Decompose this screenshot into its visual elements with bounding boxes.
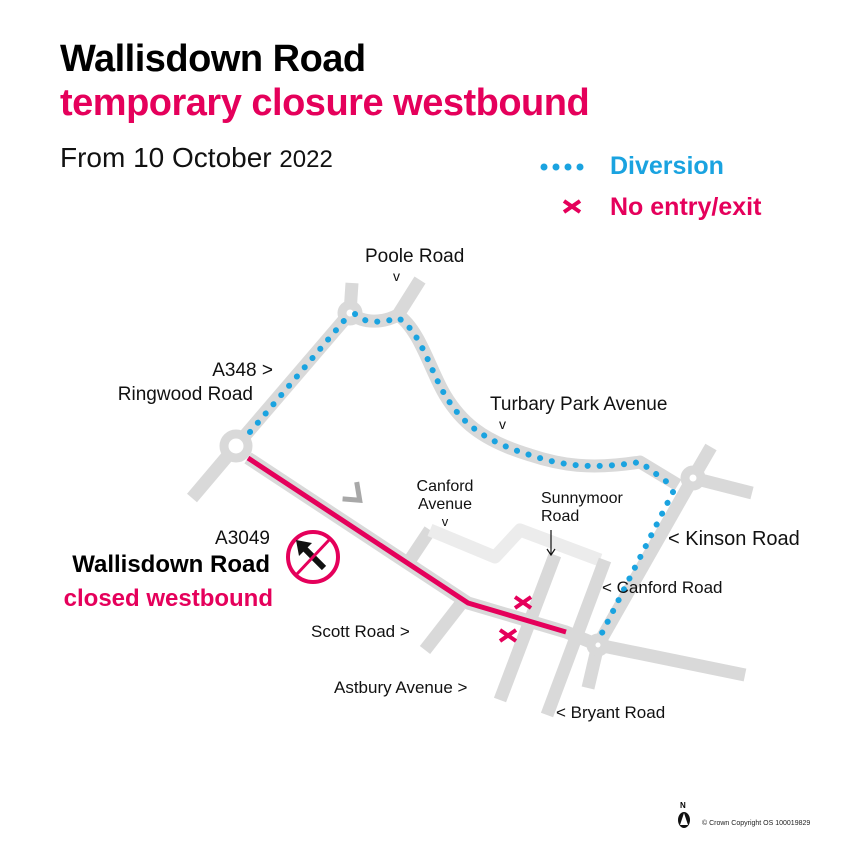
roundabout-ringwood [219, 429, 253, 463]
road-sunnymoor-astbury [493, 552, 562, 703]
diversion-route [247, 311, 678, 638]
north-label: N [680, 801, 686, 810]
closure-date: From 10 October 2022 [60, 144, 333, 172]
north-arrow-icon [678, 812, 690, 828]
road-canford-ave-back [427, 523, 603, 567]
legend-diversion-label: Diversion [610, 152, 724, 180]
copyright-notice: © Crown Copyright OS 100019829 [702, 820, 811, 827]
label-closed-westbound: closed westbound [63, 585, 273, 612]
label-a3049: A3049 [215, 528, 270, 549]
road-canford-ave [404, 526, 436, 564]
page-subtitle: temporary closure westbound [60, 82, 590, 124]
date-prefix: From 10 October [60, 142, 272, 173]
road-scott [419, 601, 466, 654]
road-a348 [231, 308, 355, 451]
page-title: Wallisdown Road [60, 38, 366, 80]
roundabout-canford [586, 633, 610, 657]
road-canford-bryant [540, 557, 612, 718]
roundabout-kinson [680, 465, 706, 491]
roundabout-poole [337, 300, 363, 326]
road-kinson [592, 474, 699, 649]
label-a348: A348 > [212, 360, 273, 381]
label-poole-arrow: v [393, 268, 400, 284]
cross-icon [498, 628, 518, 643]
label-canford-road: < Canford Road [602, 578, 723, 597]
eastbound-arrow-icon [342, 481, 363, 504]
cross-icon [513, 595, 533, 610]
label-wallisdown-road: Wallisdown Road [72, 551, 270, 578]
no-entry-markers [498, 595, 533, 643]
no-left-turn-sign-icon [286, 530, 340, 584]
label-poole-road: Poole Road [365, 246, 465, 267]
label-ringwood-road: Ringwood Road [117, 384, 253, 405]
date-year: 2022 [279, 146, 333, 173]
label-sunnymoor-road: Sunnymoor Road [541, 490, 623, 526]
dotted-line-icon [540, 163, 584, 171]
label-kinson-road: < Kinson Road [668, 528, 800, 550]
roundabouts [219, 300, 706, 657]
closure-line [246, 455, 567, 635]
legend-no-entry-label: No entry/exit [610, 193, 762, 221]
label-scott-road: Scott Road > [311, 622, 410, 641]
label-turbary-park-avenue: Turbary Park Avenue [490, 394, 668, 415]
label-bryant-road: < Bryant Road [556, 703, 666, 722]
label-turbary-arrow: v [499, 416, 506, 432]
sunnymoor-arrow-icon [546, 530, 556, 557]
label-canford-avenue: Canford Avenue v [416, 478, 474, 529]
label-astbury-avenue: Astbury Avenue > [334, 678, 468, 697]
legend-cross-icon [562, 199, 582, 214]
